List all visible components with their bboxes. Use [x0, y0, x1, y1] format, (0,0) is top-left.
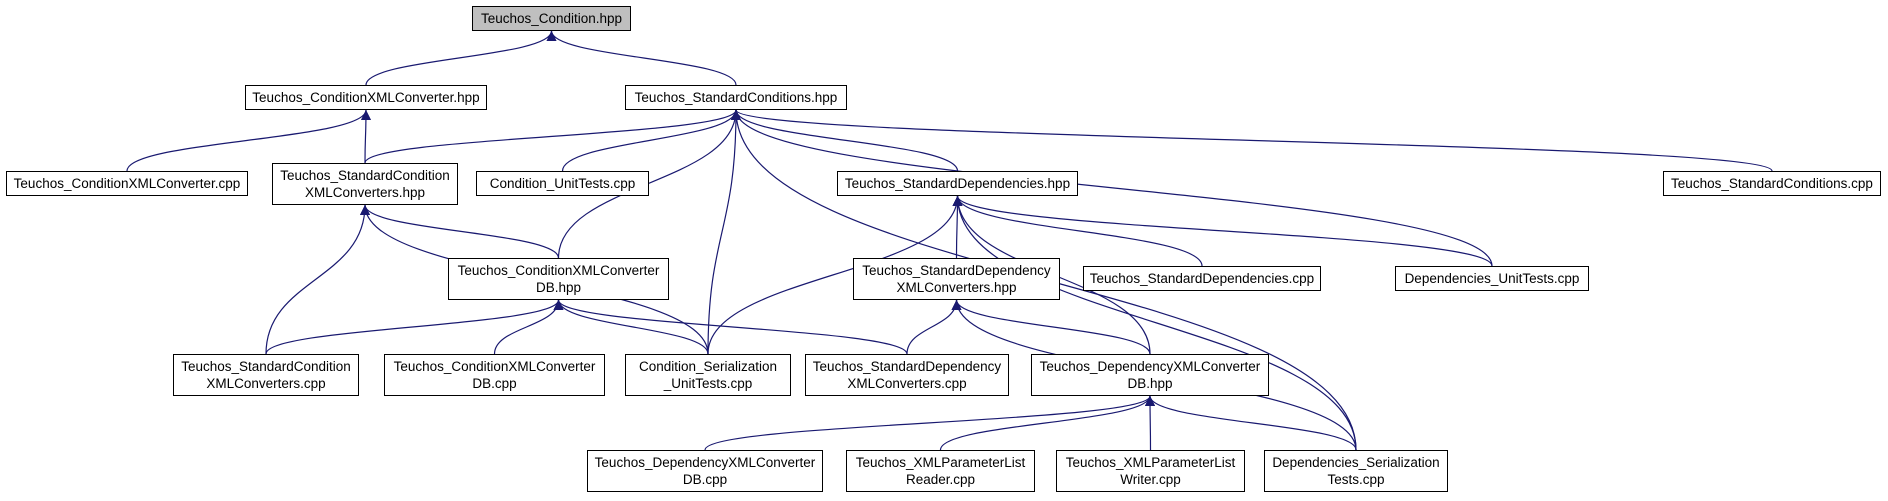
node-label-line: Writer.cpp	[1120, 472, 1181, 487]
node-label-line: Tests.cpp	[1327, 472, 1385, 487]
node-standard-dependency-xml-converters-hpp[interactable]: Teuchos_StandardDependency XMLConverters…	[853, 258, 1060, 300]
node-condition-serialization-unittests-cpp[interactable]: Condition_Serialization _UnitTests.cpp	[625, 354, 791, 396]
node-label-line: Teuchos_StandardDependency	[812, 359, 1002, 374]
node-dependency-xml-converter-db-hpp[interactable]: Teuchos_DependencyXMLConverter DB.hpp	[1031, 354, 1269, 396]
node-label-line: Teuchos_StandardDependencies.cpp	[1089, 271, 1315, 286]
node-label-line: DB.cpp	[472, 376, 517, 391]
edge-condition_unittests_cpp-to-standard_conditions_hpp	[561, 109, 741, 172]
edge-dependency_xml_converter_db_cpp-to-dependency_xml_converter_db_hpp	[704, 395, 1155, 451]
edge-standard_conditions_cpp-to-standard_conditions_hpp	[731, 109, 1773, 172]
edge-dependencies_unittests_cpp-to-standard_conditions_hpp	[731, 109, 1493, 267]
edge-condition_serialization_unittests_cpp-to-standard_conditions_hpp	[707, 109, 741, 355]
node-standard-dependencies-hpp[interactable]: Teuchos_StandardDependencies.hpp	[837, 171, 1078, 196]
node-label-line: Teuchos_Condition.hpp	[480, 11, 623, 26]
node-label-line: XMLConverters.hpp	[896, 280, 1017, 295]
dependency-edges	[126, 30, 1773, 451]
edge-condition_xml_converter_db_hpp-to-standard_condition_xml_converters_hpp	[360, 204, 560, 259]
node-label-line: _UnitTests.cpp	[663, 376, 753, 391]
node-label-line: Teuchos_XMLParameterList	[855, 455, 1026, 470]
node-standard-conditions-cpp[interactable]: Teuchos_StandardConditions.cpp	[1663, 171, 1881, 196]
edge-dependencies_serialization_tests_cpp-to-dependency_xml_converter_db_hpp	[1145, 395, 1357, 451]
node-condition-xml-converter-cpp[interactable]: Teuchos_ConditionXMLConverter.cpp	[6, 171, 248, 196]
edge-condition_xml_converter_hpp-to-condition_hpp	[365, 30, 557, 86]
node-label-line: XMLConverters.hpp	[304, 185, 426, 200]
node-xml-parameter-list-reader-cpp[interactable]: Teuchos_XMLParameterList Reader.cpp	[846, 450, 1035, 492]
edge-dependencies_serialization_tests_cpp-to-standard_dependencies_hpp	[952, 195, 1357, 451]
node-standard-condition-xml-converters-hpp[interactable]: Teuchos_StandardCondition XMLConverters.…	[272, 163, 458, 205]
node-label-line: Condition_UnitTests.cpp	[489, 176, 636, 191]
node-label-line: Teuchos_ConditionXMLConverter	[393, 359, 596, 374]
edge-standard_dependencies_hpp-to-standard_conditions_hpp	[731, 109, 959, 172]
node-label-line: Teuchos_DependencyXMLConverter	[594, 455, 816, 470]
node-label-line: Teuchos_StandardDependency	[862, 263, 1051, 278]
edge-standard_condition_xml_converters_hpp-to-standard_conditions_hpp	[364, 109, 741, 164]
edge-standard_dependency_xml_converters_cpp-to-standard_dependency_xml_converters_hpp	[906, 299, 962, 355]
node-label-line: Reader.cpp	[905, 472, 976, 487]
node-label-line: Teuchos_StandardCondition	[280, 168, 450, 183]
edge-dependency_xml_converter_db_hpp-to-standard_dependency_xml_converters_hpp	[951, 299, 1151, 355]
node-dependencies-unittests-cpp[interactable]: Dependencies_UnitTests.cpp	[1395, 266, 1589, 291]
node-label-line: Teuchos_StandardCondition	[181, 359, 351, 374]
node-condition-unittests-cpp[interactable]: Condition_UnitTests.cpp	[476, 171, 649, 196]
edge-standard_dependency_xml_converters_cpp-to-condition_xml_converter_db_hpp	[553, 299, 908, 355]
edge-condition_serialization_unittests_cpp-to-condition_xml_converter_db_hpp	[553, 299, 709, 355]
node-label-line: XMLConverters.cpp	[206, 376, 326, 391]
edge-condition_serialization_unittests_cpp-to-standard_dependencies_hpp	[707, 195, 963, 355]
node-label-line: DB.hpp	[535, 280, 582, 295]
node-label-line: Dependencies_Serialization	[1272, 455, 1440, 470]
node-label-line: Teuchos_XMLParameterList	[1065, 455, 1236, 470]
node-label-line: Teuchos_DependencyXMLConverter	[1039, 359, 1261, 374]
edge-standard_condition_xml_converters_cpp-to-standard_condition_xml_converters_hpp	[265, 204, 370, 355]
edge-standard_conditions_hpp-to-condition_hpp	[546, 30, 737, 86]
node-standard-dependencies-cpp[interactable]: Teuchos_StandardDependencies.cpp	[1083, 266, 1321, 291]
node-label-line: DB.cpp	[682, 472, 728, 487]
node-label-line: Condition_Serialization	[638, 359, 778, 374]
node-condition-xml-converter-db-cpp[interactable]: Teuchos_ConditionXMLConverter DB.cpp	[384, 354, 605, 396]
edge-standard_dependencies_cpp-to-standard_dependencies_hpp	[952, 195, 1203, 267]
node-label-line: Teuchos_ConditionXMLConverter.cpp	[13, 176, 241, 191]
node-condition-xml-converter-hpp[interactable]: Teuchos_ConditionXMLConverter.hpp	[245, 85, 487, 110]
node-standard-dependency-xml-converters-cpp[interactable]: Teuchos_StandardDependency XMLConverters…	[805, 354, 1009, 396]
node-label-line: Teuchos_ConditionXMLConverter.hpp	[252, 90, 480, 105]
edge-standard_condition_xml_converters_hpp-to-condition_xml_converter_hpp	[360, 109, 371, 164]
node-label-line: Teuchos_StandardConditions.hpp	[634, 90, 838, 105]
node-condition-hpp: Teuchos_Condition.hpp	[472, 6, 631, 31]
edge-condition_xml_converter_cpp-to-condition_xml_converter_hpp	[126, 109, 371, 172]
node-standard-conditions-hpp[interactable]: Teuchos_StandardConditions.hpp	[625, 85, 847, 110]
node-label-line: Teuchos_StandardConditions.cpp	[1671, 176, 1873, 191]
node-label-line: XMLConverters.cpp	[847, 376, 967, 391]
node-label-line: Teuchos_ConditionXMLConverter	[457, 263, 660, 278]
edge-xml_parameter_list_reader_cpp-to-dependency_xml_converter_db_hpp	[939, 395, 1155, 451]
node-condition-xml-converter-db-hpp[interactable]: Teuchos_ConditionXMLConverter DB.hpp	[448, 258, 669, 300]
node-label-line: Teuchos_StandardDependencies.hpp	[844, 176, 1071, 191]
node-label-line: Dependencies_UnitTests.cpp	[1404, 271, 1580, 286]
node-standard-condition-xml-converters-cpp[interactable]: Teuchos_StandardCondition XMLConverters.…	[173, 354, 359, 396]
node-dependency-xml-converter-db-cpp[interactable]: Teuchos_DependencyXMLConverter DB.cpp	[587, 450, 823, 492]
node-xml-parameter-list-writer-cpp[interactable]: Teuchos_XMLParameterList Writer.cpp	[1056, 450, 1245, 492]
edge-xml_parameter_list_writer_cpp-to-dependency_xml_converter_db_hpp	[1145, 395, 1156, 451]
node-dependencies-serialization-tests-cpp[interactable]: Dependencies_Serialization Tests.cpp	[1264, 450, 1448, 492]
node-label-line: DB.hpp	[1127, 376, 1173, 391]
edge-dependencies_unittests_cpp-to-standard_dependencies_hpp	[952, 195, 1493, 267]
edge-standard_condition_xml_converters_cpp-to-condition_xml_converter_db_hpp	[265, 299, 564, 355]
